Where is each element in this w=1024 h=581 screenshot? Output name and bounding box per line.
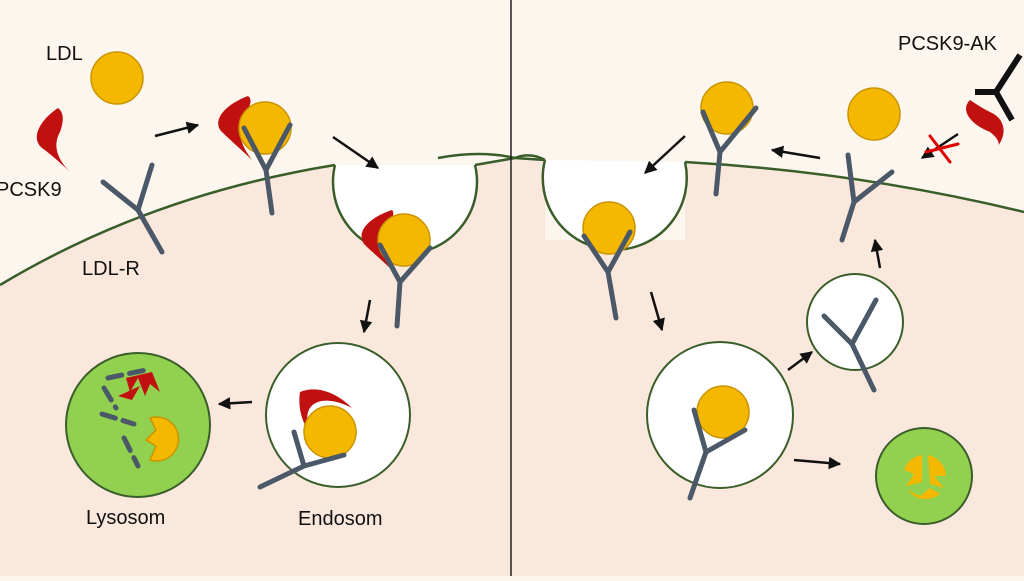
right-cell-membrane <box>684 160 1024 214</box>
arrow-recycling-to-surface <box>870 238 884 269</box>
degraded-ldl <box>904 455 946 500</box>
arrow-to-endosome-right <box>649 291 665 332</box>
recycling-receptor <box>821 297 879 393</box>
pit-complex-right <box>581 201 636 321</box>
left-membrane-right <box>474 156 516 167</box>
right-pit-lip <box>514 154 546 162</box>
lysosome <box>65 352 211 498</box>
arrow-to-recycling-vesicle <box>787 351 813 371</box>
ldl-particle-free-right <box>847 87 901 141</box>
ldl-receptor <box>100 162 165 255</box>
arrow-binding <box>154 121 200 138</box>
left-cell-membrane <box>0 163 336 287</box>
pcsk9-antibody <box>975 53 1023 122</box>
pcsk9-bound-to-antibody <box>966 100 1004 146</box>
pcsk9-label: PCSK9 <box>0 179 62 201</box>
recycled-ldl-receptor <box>839 152 895 243</box>
arrow-ldl-binding-right <box>770 145 821 160</box>
recycling-vesicle <box>806 273 904 371</box>
pcsk9-ldl-receptor-complex <box>218 96 293 216</box>
left-pit-lip <box>437 152 516 160</box>
ldl-label: LDL <box>46 43 83 65</box>
ldl-receptor-complex-surface <box>700 81 759 197</box>
endosome-complex-right <box>687 385 750 501</box>
lysosom-label: Lysosom <box>86 507 165 529</box>
endosome-complex <box>257 389 357 490</box>
lysosome-right <box>875 427 973 525</box>
ldl-r-label: LDL-R <box>82 258 140 280</box>
inhibition-mark <box>924 134 960 164</box>
arrow-blocked-binding <box>920 132 959 160</box>
arrow-internalization <box>332 135 380 170</box>
arrow-internalization-right <box>644 135 686 174</box>
pit-complex <box>361 210 433 329</box>
pcsk9-protein <box>36 108 70 172</box>
arrow-to-lysosome <box>217 397 253 410</box>
lysosome-degraded-contents <box>99 367 180 469</box>
arrow-to-endosome <box>359 299 373 334</box>
arrow-to-lysosome-right <box>793 456 842 470</box>
pcsk9-ak-label: PCSK9-AK <box>898 33 998 55</box>
ldl-particle <box>90 51 144 105</box>
endosom-label: Endosom <box>298 508 383 530</box>
right-membrane-left <box>514 156 546 162</box>
